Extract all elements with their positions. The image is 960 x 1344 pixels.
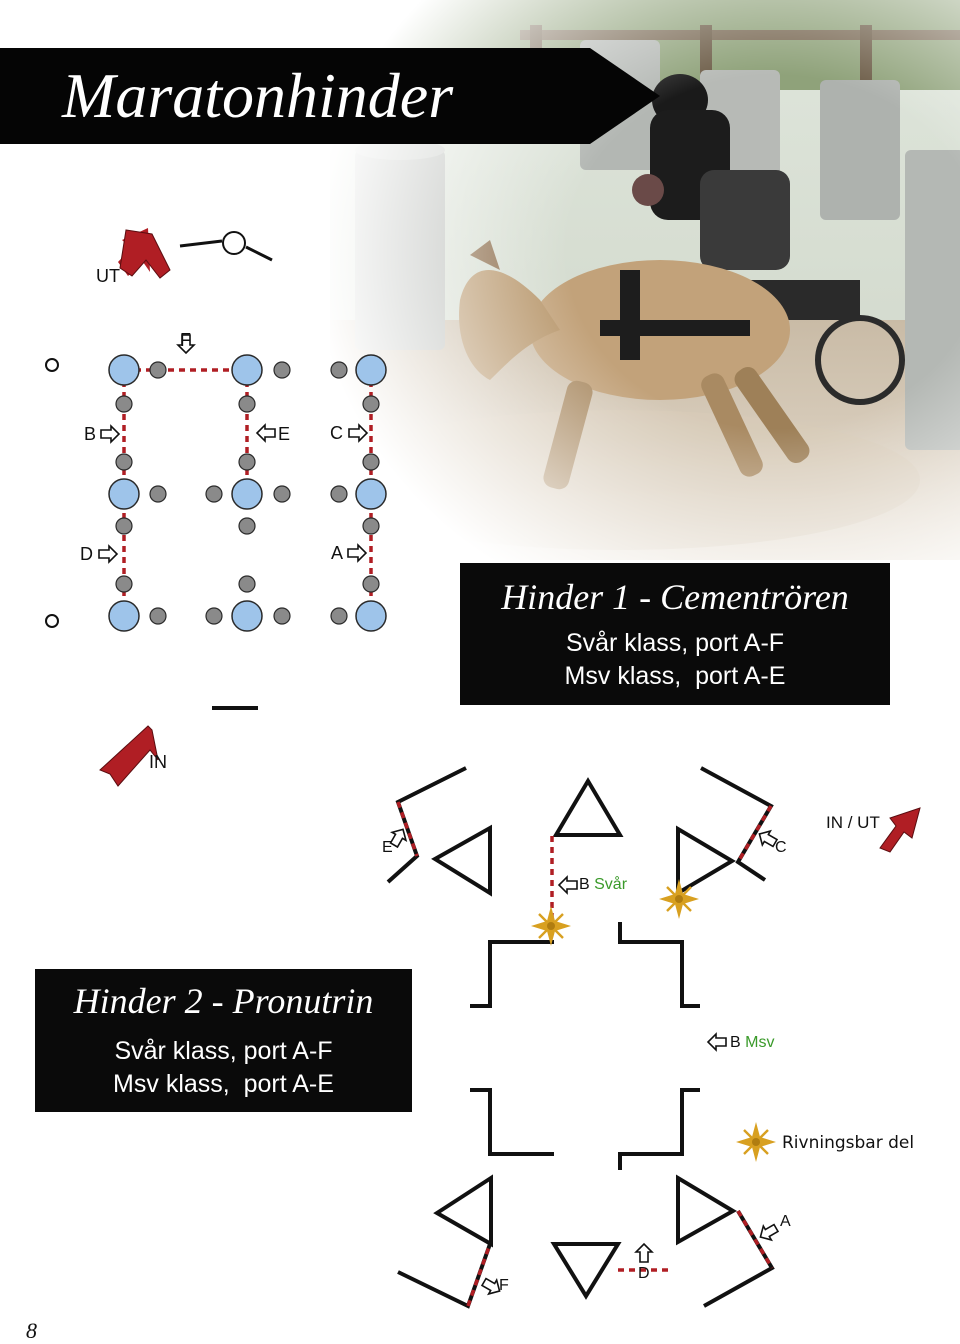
entry-arrow-icon	[99, 725, 159, 787]
legend-star-icon	[734, 1120, 778, 1164]
ut-label: UT	[96, 266, 120, 286]
in-label: IN	[149, 752, 167, 772]
hinder1-line2: Msv klass, port A-E	[564, 662, 786, 690]
page-title: Maratonhinder	[62, 60, 454, 131]
title-banner	[0, 48, 660, 144]
hinder2-line1: Svår klass, port A-F	[114, 1037, 333, 1065]
gate-d-label: D	[80, 544, 93, 564]
legend-label: Rivningsbar del	[782, 1133, 915, 1153]
hinder1-line1: Svår klass, port A-F	[565, 629, 785, 657]
svar-label: Svår	[594, 876, 628, 893]
in-ut-label: IN / UT	[826, 813, 880, 832]
gate-f2-label: F	[499, 1277, 509, 1294]
msv-label: Msv	[745, 1034, 775, 1051]
gate-b-svar-label: B Svår	[579, 875, 627, 895]
page-number: 8	[26, 1318, 37, 1343]
gate-f-label: F	[180, 330, 191, 350]
hinder1-info-box: Hinder 1 - Cementrören Svår klass, port …	[460, 563, 890, 705]
gate-b-letter: B	[579, 876, 590, 893]
exit-arrow-icon	[118, 228, 171, 279]
gate-d2-label: D	[638, 1265, 650, 1282]
gate-e2-label: E	[382, 839, 393, 856]
gate-b-letter: B	[730, 1034, 741, 1051]
gate-b-msv-label: B Msv	[730, 1033, 774, 1053]
hinder1-heading: Hinder 1 - Cementrören	[501, 577, 849, 617]
gate-c2-label: C	[775, 839, 787, 856]
in-ut-arrow-icon	[879, 807, 921, 853]
gate-b-label: B	[84, 424, 97, 444]
gate-c-label: C	[330, 423, 343, 443]
hinder2-heading: Hinder 2 - Pronutrin	[73, 981, 374, 1021]
gate-a2-label: A	[780, 1213, 791, 1230]
gate-e-label: E	[278, 424, 291, 444]
gate-a-label: A	[331, 543, 344, 563]
hinder2-info-box: Hinder 2 - Pronutrin Svår klass, port A-…	[35, 969, 412, 1112]
hinder2-line2: Msv klass, port A-E	[113, 1070, 334, 1098]
